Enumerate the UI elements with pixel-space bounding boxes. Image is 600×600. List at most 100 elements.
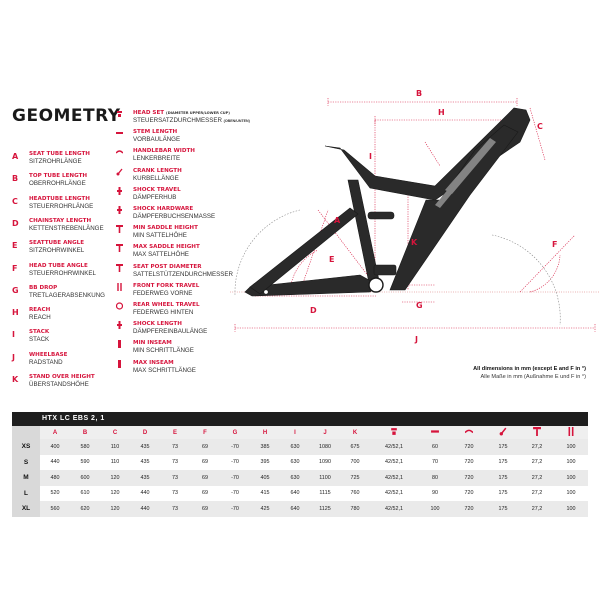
table-cell: 42/52,1 — [370, 470, 418, 486]
table-cell: 27,2 — [520, 470, 554, 486]
column-header-d: D — [130, 426, 160, 439]
legend-key: J — [12, 352, 15, 362]
diagram-label-I: I — [369, 152, 372, 161]
legend-label-en: BB DROP — [29, 284, 58, 291]
legend-label-en: MAX INSEAM — [133, 360, 174, 366]
table-cell: 400 — [40, 439, 70, 455]
table-cell: 69 — [190, 439, 220, 455]
table-cell: 42/52,1 — [370, 454, 418, 470]
legend-label-en: CHAINSTAY LENGTH — [29, 217, 92, 224]
table-cell: 175 — [486, 485, 520, 501]
legend-label-en-main: REAR WHEEL TRAVEL — [133, 302, 200, 308]
legend-label-de: VORBAULÄNGE — [133, 136, 180, 143]
table-cell: 675 — [340, 439, 370, 455]
legend-label-en: MIN SADDLE HEIGHT — [133, 225, 198, 231]
legend-key: K — [12, 375, 19, 384]
column-header-f: F — [190, 426, 220, 439]
legend-label-en-main: HEAD SET — [133, 110, 165, 116]
table-cell: 175 — [486, 439, 520, 455]
legend-label-en-main: MIN SADDLE HEIGHT — [133, 225, 198, 232]
table-cell: 600 — [70, 470, 100, 486]
legend-label-en: STACK — [29, 329, 50, 336]
model-name: HTX LC EBS 2, 1 — [12, 412, 588, 426]
legend-label-de-main: FEDERWEG HINTEN — [133, 309, 194, 316]
table-cell: 720 — [452, 439, 486, 455]
size-header — [12, 426, 40, 439]
legend-label-de-main: KURBELLÄNGE — [133, 174, 179, 182]
min-inseam-icon — [118, 340, 121, 349]
front-fork-icon — [568, 427, 574, 436]
legend-label-de: DÄMPFEREINBAULÄNGE — [133, 328, 207, 335]
handlebar-icon — [116, 150, 123, 154]
seat-post-icon — [533, 427, 541, 436]
table-cell: 27,2 — [520, 485, 554, 501]
legend-label-de: DÄMPFERBUCHSENMASSE — [133, 213, 215, 220]
shock-hardware-icon — [117, 206, 122, 214]
legend-label-de-main: MAX SATTELHÖHE — [133, 251, 189, 259]
legend-label-de-main: STEUERSATZDURCHMESSER — [133, 117, 222, 124]
table-cell: 720 — [452, 454, 486, 470]
legend-label-de: STEUERSATZDURCHMESSER (OBEN/UNTEN) — [133, 117, 250, 124]
table-cell: 435 — [130, 439, 160, 455]
wheels — [234, 209, 561, 326]
legend-label-en: SEAT POST DIAMETER — [133, 264, 202, 270]
crank-icon — [116, 168, 123, 176]
table-cell: 110 — [100, 454, 130, 470]
seat-post-icon — [116, 263, 123, 272]
legend-label-de: DÄMPFERHUB — [133, 194, 176, 201]
max-saddle-icon — [116, 244, 123, 253]
legend-label-de-main: MAX SCHRITTLÄNGE — [133, 366, 196, 374]
legend-label-de-sub: (OBEN/UNTEN) — [223, 119, 250, 123]
table-cell: 590 — [70, 454, 100, 470]
legend-label-en-main: MAX INSEAM — [133, 359, 174, 366]
legend-label-en: HEAD TUBE ANGLE — [29, 262, 88, 269]
legend-label-en-main: SHOCK LENGTH — [133, 321, 182, 328]
legend-label-de-main: MIN SCHRITTLÄNGE — [133, 347, 194, 355]
table-cell: 69 — [190, 485, 220, 501]
table-cell: 42/52,1 — [370, 439, 418, 455]
linkage — [373, 264, 397, 276]
table-cell: 73 — [160, 501, 190, 517]
column-header-j: J — [310, 426, 340, 439]
legend-label-de: SITZROHRWINKEL — [29, 247, 85, 255]
table-cell: 480 — [40, 470, 70, 486]
front-fork-icon — [117, 282, 122, 291]
table-cell: 100 — [554, 485, 588, 501]
table-cell: 720 — [452, 485, 486, 501]
dimension-note-en: All dimensions in mm (except E and F in … — [473, 366, 586, 372]
table-cell: 120 — [100, 485, 130, 501]
legend-label-en-main: HANDLEBAR WIDTH — [133, 148, 195, 155]
legend-label-en: MIN INSEAM — [133, 340, 172, 346]
diagram-label-H: H — [438, 108, 445, 117]
table-cell: 80 — [418, 470, 452, 486]
table-cell: -70 — [220, 470, 250, 486]
min-saddle-icon — [116, 225, 123, 234]
table-cell: 175 — [486, 470, 520, 486]
table-cell: 630 — [280, 454, 310, 470]
table-cell: 110 — [100, 439, 130, 455]
dimension-note-de: Alle Maße in mm (Außnahme E und F in °) — [480, 374, 586, 380]
table-cell: 1115 — [310, 485, 340, 501]
legend-label-de: STEUERROHRWINKEL — [29, 269, 96, 277]
table-cell: 175 — [486, 454, 520, 470]
legend-key: F — [12, 263, 18, 273]
column-header-h: H — [250, 426, 280, 439]
page-title: GEOMETRY — [12, 106, 121, 126]
table-cell: -70 — [220, 454, 250, 470]
diagram-label-J: J — [414, 335, 418, 344]
table-cell: 725 — [340, 470, 370, 486]
column-header-stem — [418, 426, 452, 439]
table-cell: 640 — [280, 485, 310, 501]
diagram-label-A: A — [334, 216, 341, 225]
table-cell: 42/52,1 — [370, 485, 418, 501]
column-header-seat-post — [520, 426, 554, 439]
table-cell: 73 — [160, 470, 190, 486]
